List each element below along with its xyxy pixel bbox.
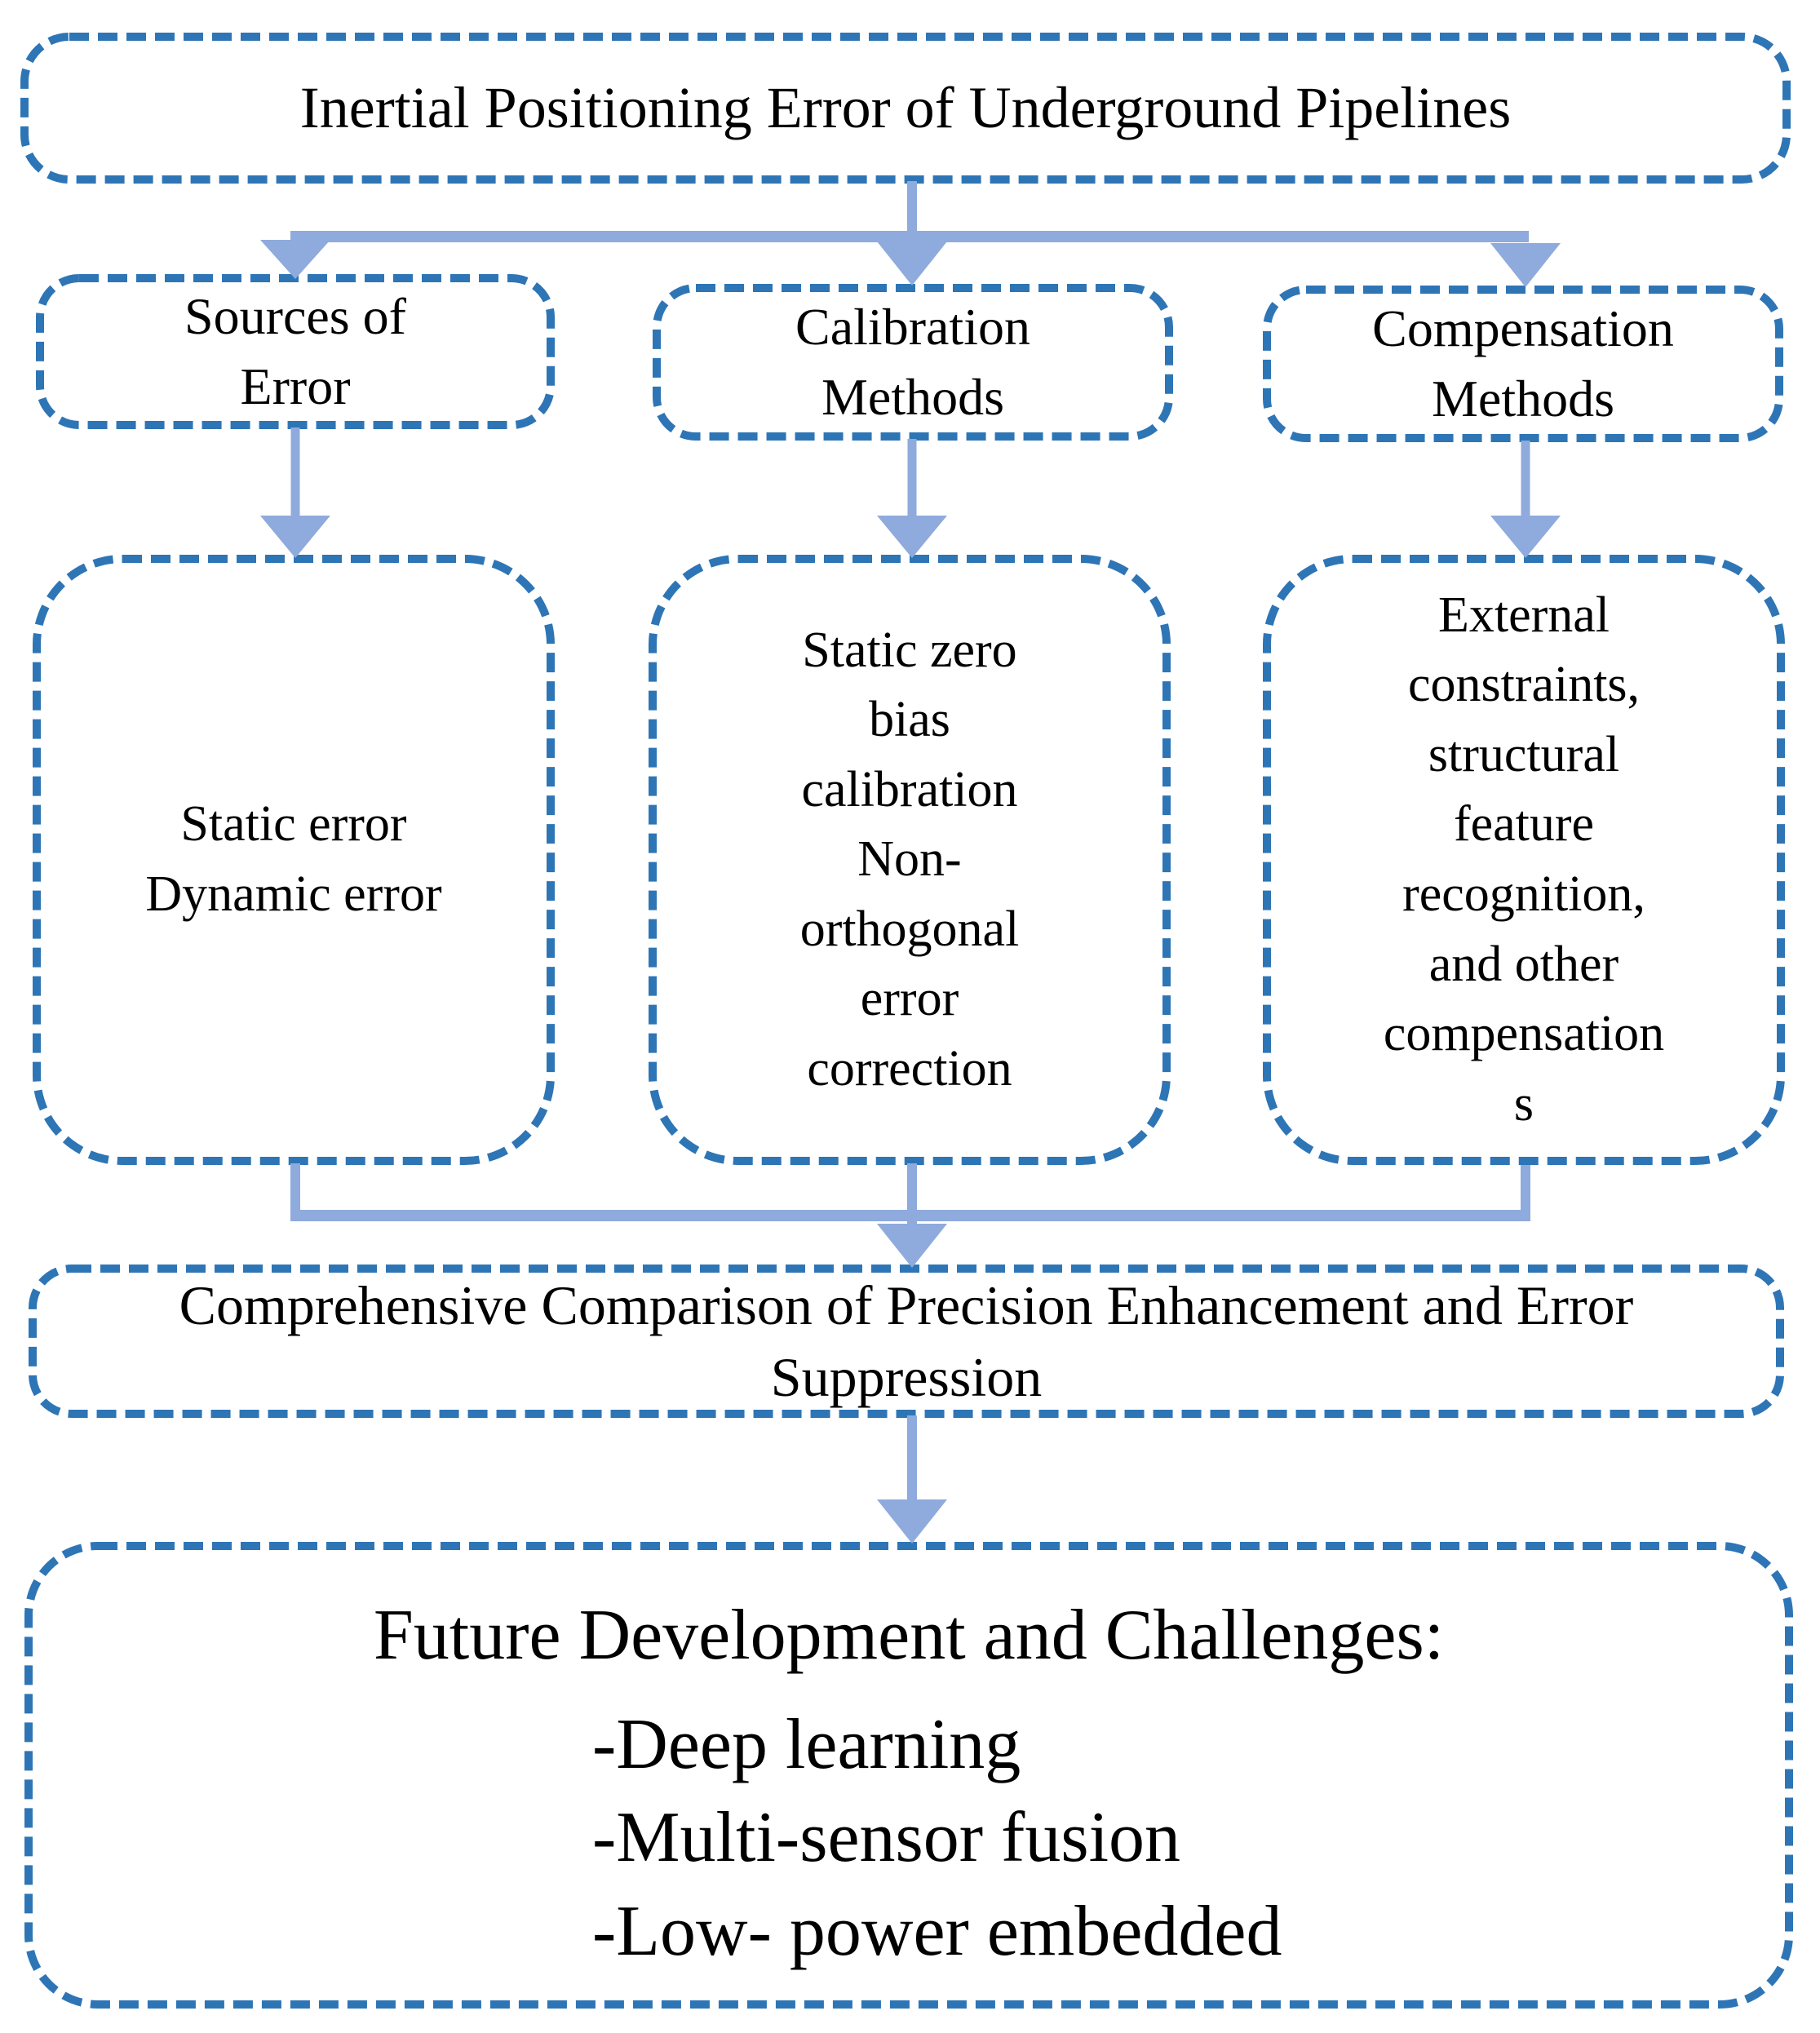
sources-detail-arrowhead	[260, 516, 330, 558]
zero-bias-box-text: Static zero bias calibration Non- orthog…	[799, 622, 1020, 1096]
calibration-box-text: Calibration Methods	[795, 297, 1030, 426]
compensation-box-text: Compensation Methods	[1372, 299, 1674, 427]
external-constraints-box-text: External constraints, structural feature…	[1383, 587, 1665, 1132]
future-item-deep-learning: -Deep learning	[592, 1705, 1021, 1784]
comparison-box-text: Comprehensive Comparison of Precision En…	[179, 1273, 1634, 1408]
calibration-box-border	[653, 284, 1173, 441]
split-arrowhead-center	[877, 241, 947, 286]
future-box-heading: Future Development and Challenges:	[373, 1596, 1445, 1675]
future-item-low-power: -Low- power embedded	[592, 1891, 1282, 1971]
future-arrowhead	[877, 1499, 947, 1544]
future-box-items: -Deep learning -Multi-sensor fusion -Low…	[592, 1699, 1282, 1978]
merge-arrowhead	[877, 1224, 947, 1268]
external-constraints-box-border	[1263, 555, 1785, 1165]
zero-bias-box-border	[649, 555, 1171, 1165]
top-box-border	[20, 33, 1791, 184]
future-box-border	[24, 1542, 1793, 2009]
compensation-box-border	[1263, 286, 1783, 442]
static-error-box-border	[33, 555, 555, 1165]
split-arrowhead-left	[260, 240, 330, 279]
static-error-box-text: Static error Dynamic error	[145, 796, 442, 922]
split-arrowhead-right	[1490, 243, 1561, 287]
top-box-text: Inertial Positioning Error of Undergroun…	[299, 75, 1512, 141]
calibration-detail-arrowhead	[877, 516, 947, 558]
future-item-multi-sensor: -Multi-sensor fusion	[592, 1798, 1181, 1878]
sources-box-text: Sources of Error	[184, 286, 406, 415]
compensation-detail-arrowhead	[1490, 516, 1561, 558]
comparison-box-border	[29, 1265, 1784, 1418]
